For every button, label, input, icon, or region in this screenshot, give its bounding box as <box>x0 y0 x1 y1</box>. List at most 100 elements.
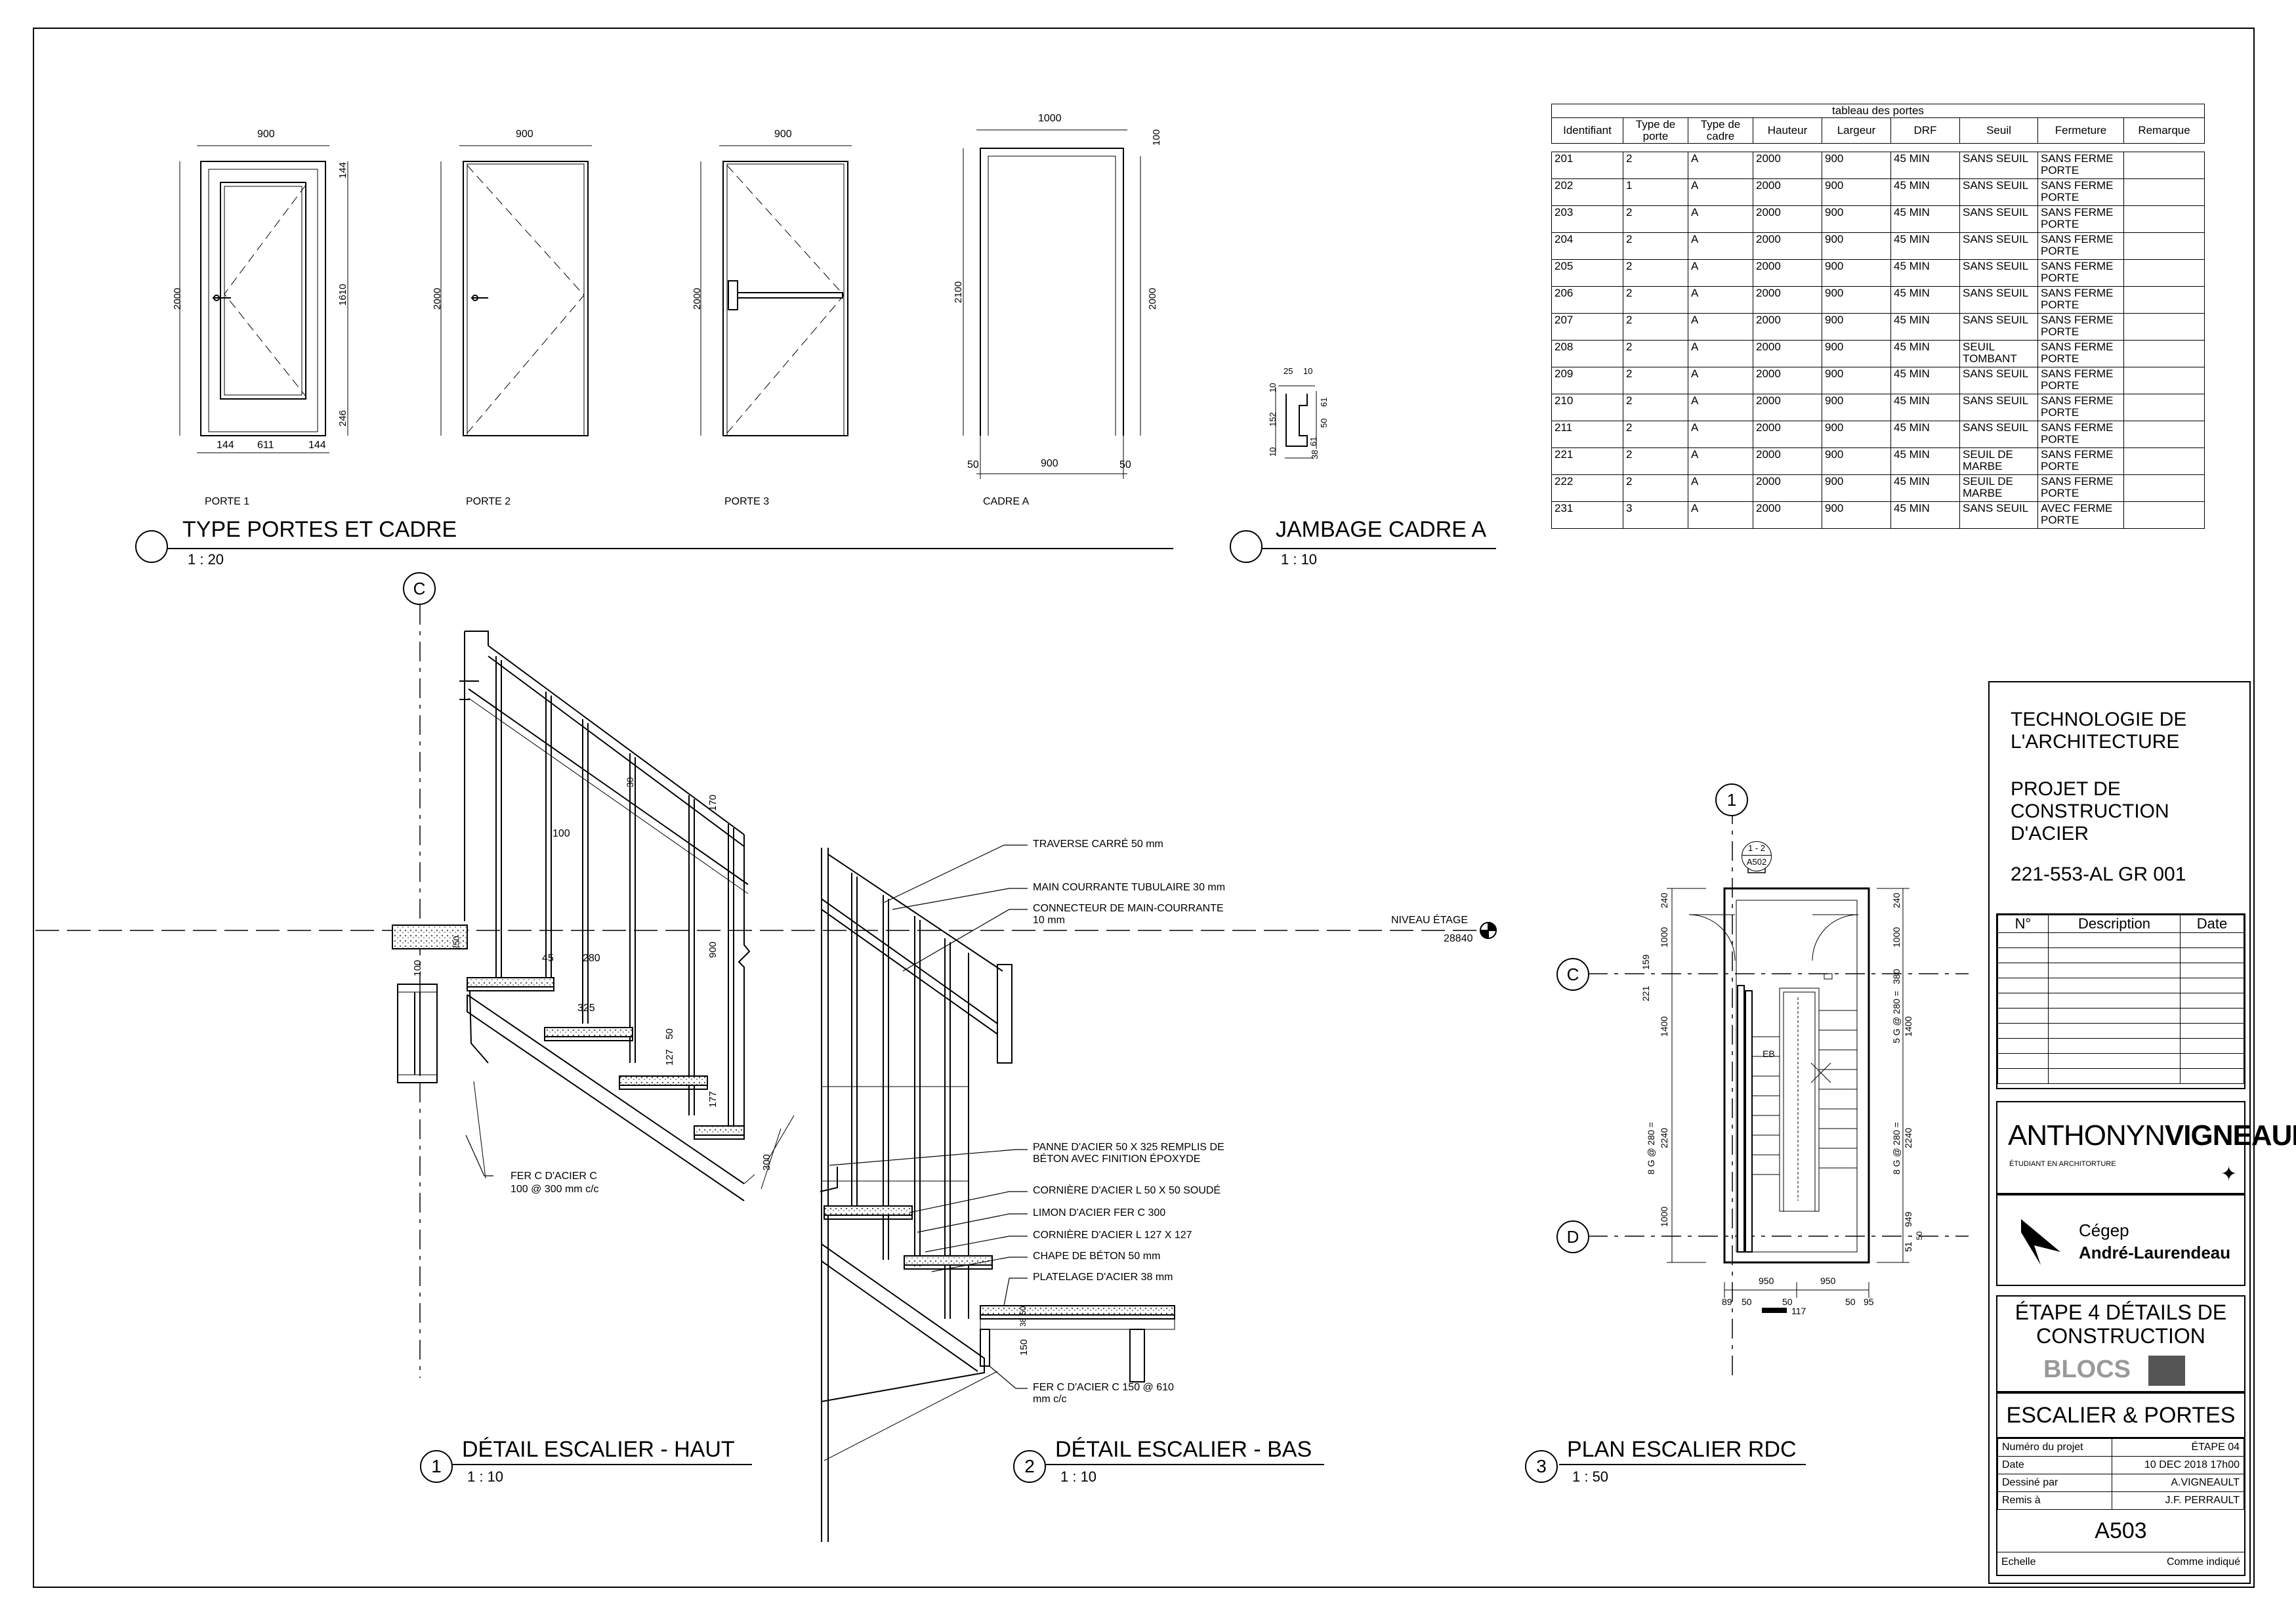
door-table-cell: 2 <box>1623 286 1688 314</box>
dim-porte3-height: 2000 <box>692 287 703 310</box>
col-seuil: Seuil <box>1959 117 2038 144</box>
leaders <box>465 844 1028 1389</box>
door-table-cell: SANS FERME PORTE <box>2037 474 2124 502</box>
door-table-cell: 3 <box>1623 501 1688 529</box>
door-table-cell: 203 <box>1551 205 1623 233</box>
scale-value: Comme indiqué <box>2166 1556 2240 1568</box>
stair-haut-section <box>392 631 795 1201</box>
tb-stage: ÉTAPE 4 DÉTAILS DE CONSTRUCTION BLOCS <box>1996 1295 2245 1392</box>
author-first: ANTHONYN <box>2008 1119 2165 1152</box>
door-table-cell: 2000 <box>1753 152 1822 179</box>
label-porte-3: PORTE 3 <box>724 496 770 507</box>
door-table-cell: A <box>1688 367 1753 394</box>
col-remarque: Remarque <box>2123 117 2205 144</box>
door-table-cell: SANS FERME PORTE <box>2037 152 2124 179</box>
door-table-cell: 2000 <box>1753 232 1822 260</box>
jamb-dim-25: 25 <box>1284 366 1293 376</box>
door-table-cell: 2 <box>1623 421 1688 448</box>
door-table-cell: 2 <box>1623 152 1688 179</box>
door-table-cell: 2000 <box>1753 313 1822 341</box>
porte-1-elevation <box>179 145 348 453</box>
plan-dim-right-240: 240 <box>1891 892 1902 908</box>
door-table-cell: 207 <box>1551 313 1623 341</box>
compass-star-icon: ✦ <box>2221 1163 2238 1185</box>
door-table-cell: 2 <box>1623 367 1688 394</box>
door-table-cell: 45 MIN <box>1890 178 1960 206</box>
door-table-cell: SEUIL DE MARBE <box>1959 474 2038 502</box>
plan-dim-left-1400: 1400 <box>1659 1016 1669 1037</box>
grid-bubble-d-plan: D <box>1556 1220 1589 1253</box>
sheet-number: A503 <box>1997 1510 2244 1552</box>
plan-dim-right-2240: 2240 <box>1903 1127 1913 1148</box>
tb-course: 221-553-AL GR 001 <box>2011 863 2186 885</box>
author-subtitle: ÉTUDIANT EN ARCHITORTURE <box>2009 1160 2116 1168</box>
door-table-cell: 900 <box>1822 501 1891 529</box>
plan-dim-left-221: 221 <box>1640 986 1651 1001</box>
door-table-cell: 2000 <box>1753 286 1822 314</box>
door-table-cell: 2 <box>1623 205 1688 233</box>
door-table-cell <box>2123 178 2205 206</box>
door-table-cell: 45 MIN <box>1890 367 1960 394</box>
door-table-cell: 2000 <box>1753 501 1822 529</box>
door-table-cell: 222 <box>1551 474 1623 502</box>
door-table-cell: 221 <box>1551 447 1623 475</box>
dim-cadre-50b: 50 <box>1119 459 1131 470</box>
stage-title: ÉTAPE 4 DÉTAILS DE CONSTRUCTION <box>2014 1300 2227 1348</box>
section-ref-bubble: 1 - 2 A502 <box>1742 841 1772 871</box>
plan-dim-bottom-950a: 950 <box>1759 1276 1774 1286</box>
note-corniere-127: CORNIÈRE D'ACIER L 127 X 127 <box>1033 1230 1192 1241</box>
door-table-cell: 900 <box>1822 474 1891 502</box>
door-table-cell: 202 <box>1551 178 1623 206</box>
plan-dim-left-1000b: 1000 <box>1659 1206 1669 1227</box>
door-table-cell: 2 <box>1623 394 1688 421</box>
door-table-cell: SANS SEUIL <box>1959 367 2038 394</box>
door-table-cell: 2 <box>1623 474 1688 502</box>
cadre-a-elevation <box>963 129 1141 479</box>
door-table-cell: SANS FERME PORTE <box>2037 205 2124 233</box>
plan-dim-right-8g: 8 G @ 280 = <box>1891 1122 1902 1175</box>
view-bubble-jamb <box>1230 530 1263 563</box>
door-table-cell: 2 <box>1623 259 1688 287</box>
note-corniere-50: CORNIÈRE D'ACIER L 50 X 50 SOUDÉ <box>1033 1185 1221 1196</box>
door-table-cell: 2000 <box>1753 447 1822 475</box>
door-table-cell: SANS FERME PORTE <box>2037 394 2124 421</box>
grid-bubble-c-plan: C <box>1556 958 1589 991</box>
door-table-cell <box>2123 205 2205 233</box>
door-table-cell: SANS FERME PORTE <box>2037 367 2124 394</box>
door-table-cell: A <box>1688 286 1753 314</box>
dim-porte2-height: 2000 <box>432 287 443 310</box>
door-table-cell: 2 <box>1623 340 1688 367</box>
tb-author: ANTHONYNVIGNEAULT ÉTUDIANT EN ARCHITORTU… <box>1996 1101 2296 1194</box>
door-table-cell: 210 <box>1551 394 1623 421</box>
sheet-info-label: Dessiné par <box>1997 1474 2112 1492</box>
note-connecteur-size: 10 mm <box>1033 915 1065 926</box>
plan-dim-right-1400: 1400 <box>1903 1016 1913 1037</box>
door-table-cell: 900 <box>1822 421 1891 448</box>
plan-dim-left-2240: 2240 <box>1659 1127 1669 1148</box>
note-chape: CHAPE DE BÉTON 50 mm <box>1033 1251 1161 1262</box>
door-table-cell: 1 <box>1623 178 1688 206</box>
door-table-cell: 45 MIN <box>1890 152 1960 179</box>
door-table-cell: 45 MIN <box>1890 340 1960 367</box>
note-panne-2: BÉTON AVEC FINITION ÉPOXYDE <box>1033 1154 1201 1165</box>
bas-dim-38: 38 <box>1018 1318 1028 1327</box>
rev-col-no: N° <box>1997 915 2049 933</box>
door-table-cell: SANS SEUIL <box>1959 205 2038 233</box>
door-table-cell: SANS SEUIL <box>1959 259 2038 287</box>
jamb-dim-10b: 10 <box>1268 383 1278 392</box>
stair-plan <box>1588 804 1969 1378</box>
view-title-types: TYPE PORTES ET CADRE <box>182 517 457 542</box>
sheet-info-value: J.F. PERRAULT <box>2111 1491 2245 1510</box>
door-table-cell: A <box>1688 447 1753 475</box>
door-table-cell: 45 MIN <box>1890 232 1960 260</box>
door-table-cell <box>2123 152 2205 179</box>
label-porte-1: PORTE 1 <box>205 496 250 507</box>
door-table-cell: 45 MIN <box>1890 313 1960 341</box>
dim-porte1-611: 611 <box>257 440 274 451</box>
